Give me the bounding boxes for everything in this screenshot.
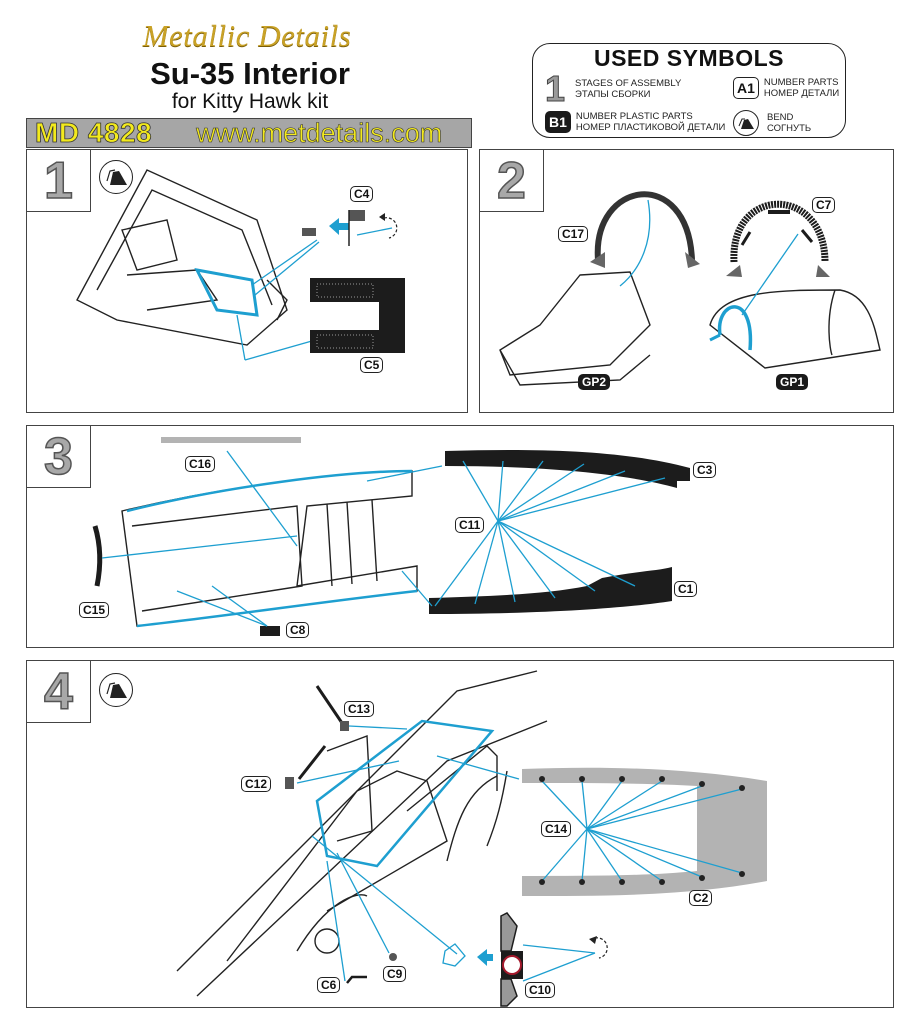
brand-logo: Metallic Details — [142, 18, 352, 53]
part-c10 — [500, 912, 523, 1007]
part-c1 — [429, 567, 672, 614]
stage-number-icon: 1 — [545, 68, 566, 109]
part-label-c15: C15 — [79, 602, 110, 618]
arrow-icon — [477, 949, 493, 966]
legend-text-ru: НОМЕР ДЕТАЛИ — [763, 88, 840, 99]
canopy-assembly-drawing — [499, 191, 881, 386]
part-c9 — [389, 953, 397, 961]
part-label-c1: C1 — [674, 581, 698, 597]
part-label-c7: C7 — [812, 197, 836, 213]
step-3-panel: 3 — [26, 425, 894, 648]
part-label-c10: C10 — [525, 982, 556, 998]
plastic-part-tag-icon: B1 — [545, 111, 571, 133]
website-link[interactable]: www.metdetails.com — [196, 117, 443, 148]
part-c8 — [260, 626, 280, 636]
legend-text-en: NUMBER PARTS — [763, 77, 839, 88]
part-label-c17: C17 — [558, 226, 589, 242]
seat-assembly-drawing — [76, 169, 405, 361]
cockpit-installation-drawing — [176, 670, 767, 1007]
product-code: MD 4828 — [35, 117, 153, 149]
part-c4-piece — [302, 228, 316, 236]
rotate-arrow-icon — [594, 937, 608, 959]
legend-text-en: BEND — [767, 112, 794, 123]
part-c15 — [92, 525, 103, 587]
legend-text-en: STAGES OF ASSEMBLY — [575, 78, 682, 89]
legend-item-stages: 1 STAGES OF ASSEMBLY ЭТАПЫ СБОРКИ — [545, 68, 682, 109]
part-label-c6: C6 — [317, 977, 341, 993]
part-c3 — [445, 449, 690, 488]
part-c7-frame — [730, 200, 829, 263]
used-symbols-legend: USED SYMBOLS 1 STAGES OF ASSEMBLY ЭТАПЫ … — [532, 43, 846, 138]
legend-item-bend: BEND СОГНУТЬ — [733, 110, 811, 136]
legend-item-number-parts: A1 NUMBER PARTS НОМЕР ДЕТАЛИ — [733, 77, 839, 99]
bend-icon — [733, 110, 759, 136]
part-c13 — [315, 685, 344, 724]
c11-leader-lines — [101, 450, 666, 627]
arrow-icon — [329, 218, 349, 235]
step-number: 1 — [27, 150, 91, 212]
part-label-c4: C4 — [350, 186, 374, 202]
part-c17-frame — [594, 191, 695, 261]
part-label-c12: C12 — [241, 776, 272, 792]
legend-text-en: NUMBER PLASTIC PARTS — [575, 111, 693, 122]
plastic-part-label-gp2: GP2 — [578, 374, 611, 390]
cockpit-tub-drawing — [92, 437, 690, 636]
bend-icon — [99, 673, 133, 707]
step-number: 2 — [480, 150, 544, 212]
part-label-c3: C3 — [693, 462, 717, 478]
number-part-tag-icon: A1 — [733, 77, 759, 99]
legend-text-ru: СОГНУТЬ — [767, 123, 812, 134]
product-bar: MD 4828 www.metdetails.com — [26, 117, 472, 149]
part-label-c2: C2 — [689, 890, 713, 906]
bend-icon — [99, 160, 133, 194]
part-c12 — [297, 745, 327, 780]
legend-title: USED SYMBOLS — [593, 45, 785, 71]
part-c2 — [522, 767, 767, 896]
part-c6 — [346, 975, 367, 984]
part-gp2-canopy — [499, 271, 651, 386]
part-c4-flag — [348, 210, 365, 246]
legend-item-plastic-parts: B1 NUMBER PLASTIC PARTS НОМЕР ПЛАСТИКОВО… — [545, 111, 725, 133]
step-1-panel: 1 C4 C5 — [26, 149, 468, 413]
step-number: 4 — [27, 661, 91, 723]
legend-text-ru: НОМЕР ПЛАСТИКОВОЙ ДЕТАЛИ — [575, 122, 726, 133]
part-label-c5: C5 — [360, 357, 384, 373]
part-label-c11: C11 — [455, 517, 485, 533]
part-label-c8: C8 — [286, 622, 310, 638]
step-4-panel: 4 — [26, 660, 894, 1008]
part-label-c9: C9 — [383, 966, 407, 982]
legend-text-ru: ЭТАПЫ СБОРКИ — [575, 89, 651, 100]
part-label-c14: C14 — [541, 821, 572, 837]
part-label-c13: C13 — [344, 701, 375, 717]
part-c16 — [161, 437, 301, 443]
step-2-panel: 2 C17 C7 GP2 GP1 — [479, 149, 894, 413]
rotate-arrow-icon — [383, 217, 398, 239]
page-title: Su-35 Interior — [150, 56, 350, 91]
part-c5 — [310, 278, 405, 353]
step-number: 3 — [27, 426, 91, 488]
part-label-c16: C16 — [185, 456, 216, 472]
part-gp1-canopy — [709, 289, 881, 369]
plastic-part-label-gp1: GP1 — [776, 374, 809, 390]
page-subtitle: for Kitty Hawk kit — [171, 90, 329, 113]
c14-leader-lines — [541, 780, 743, 882]
